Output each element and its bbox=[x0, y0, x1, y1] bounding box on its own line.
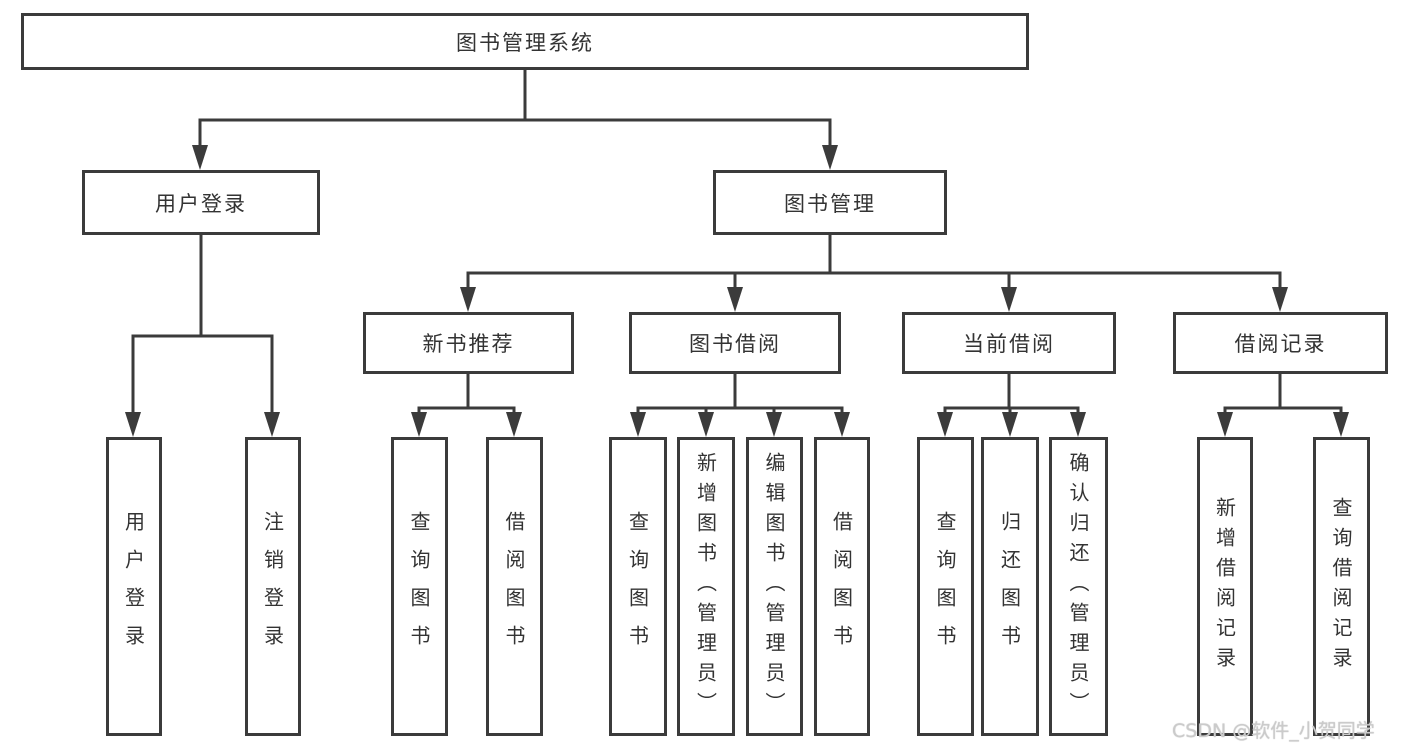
node-user-login-label: 用户登录 bbox=[155, 191, 247, 216]
leaf-borrowing-add-books-admin: 新增图书（管理员） bbox=[677, 437, 735, 736]
leaf-newbook-query-books: 查询图书 bbox=[391, 437, 448, 736]
node-book-management: 图书管理 bbox=[713, 170, 947, 235]
node-borrowing-records-label: 借阅记录 bbox=[1234, 332, 1327, 356]
leaf-current-return-books-label: 归还图书 bbox=[997, 510, 1022, 663]
leaf-borrowing-edit-books-admin-label: 编辑图书（管理员） bbox=[762, 451, 786, 722]
node-current-borrowing-label: 当前借阅 bbox=[963, 332, 1055, 356]
node-root-label: 图书管理系统 bbox=[456, 30, 594, 55]
leaf-logout: 注销登录 bbox=[245, 437, 301, 736]
leaf-borrowing-query-books-label: 查询图书 bbox=[625, 510, 650, 663]
node-new-book-recommendation-label: 新书推荐 bbox=[422, 332, 515, 356]
leaf-newbook-borrow-books-label: 借阅图书 bbox=[502, 510, 526, 663]
leaf-user-login-label: 用户登录 bbox=[121, 510, 146, 663]
leaf-current-confirm-return-admin: 确认归还（管理员） bbox=[1049, 437, 1108, 736]
leaf-current-query-books-label: 查询图书 bbox=[933, 510, 957, 663]
node-borrowing-records: 借阅记录 bbox=[1173, 312, 1388, 374]
leaf-current-query-books: 查询图书 bbox=[917, 437, 974, 736]
leaf-user-login: 用户登录 bbox=[106, 437, 162, 736]
leaf-records-add-borrow-record-label: 新增借阅记录 bbox=[1212, 496, 1237, 677]
leaf-logout-label: 注销登录 bbox=[260, 510, 285, 663]
node-root-system: 图书管理系统 bbox=[21, 13, 1029, 70]
node-book-borrowing: 图书借阅 bbox=[629, 312, 841, 374]
leaf-records-add-borrow-record: 新增借阅记录 bbox=[1197, 437, 1253, 736]
leaf-records-query-borrow-record: 查询借阅记录 bbox=[1313, 437, 1370, 736]
node-current-borrowing: 当前借阅 bbox=[902, 312, 1116, 374]
leaf-borrowing-add-books-admin-label: 新增图书（管理员） bbox=[693, 451, 718, 722]
leaf-borrowing-edit-books-admin: 编辑图书（管理员） bbox=[746, 437, 803, 736]
leaf-newbook-borrow-books: 借阅图书 bbox=[486, 437, 543, 736]
leaf-borrowing-borrow-books-label: 借阅图书 bbox=[829, 510, 854, 663]
node-new-book-recommendation: 新书推荐 bbox=[363, 312, 574, 374]
leaf-records-query-borrow-record-label: 查询借阅记录 bbox=[1329, 496, 1353, 677]
node-user-login: 用户登录 bbox=[82, 170, 320, 235]
node-book-management-label: 图书管理 bbox=[784, 191, 876, 216]
csdn-watermark: CSDN @软件_小贺同学 bbox=[1172, 720, 1375, 742]
leaf-borrowing-borrow-books: 借阅图书 bbox=[814, 437, 870, 736]
leaf-current-return-books: 归还图书 bbox=[981, 437, 1039, 736]
leaf-newbook-query-books-label: 查询图书 bbox=[407, 510, 431, 663]
node-book-borrowing-label: 图书借阅 bbox=[689, 332, 781, 356]
leaf-current-confirm-return-admin-label: 确认归还（管理员） bbox=[1066, 451, 1090, 722]
leaf-borrowing-query-books: 查询图书 bbox=[609, 437, 667, 736]
